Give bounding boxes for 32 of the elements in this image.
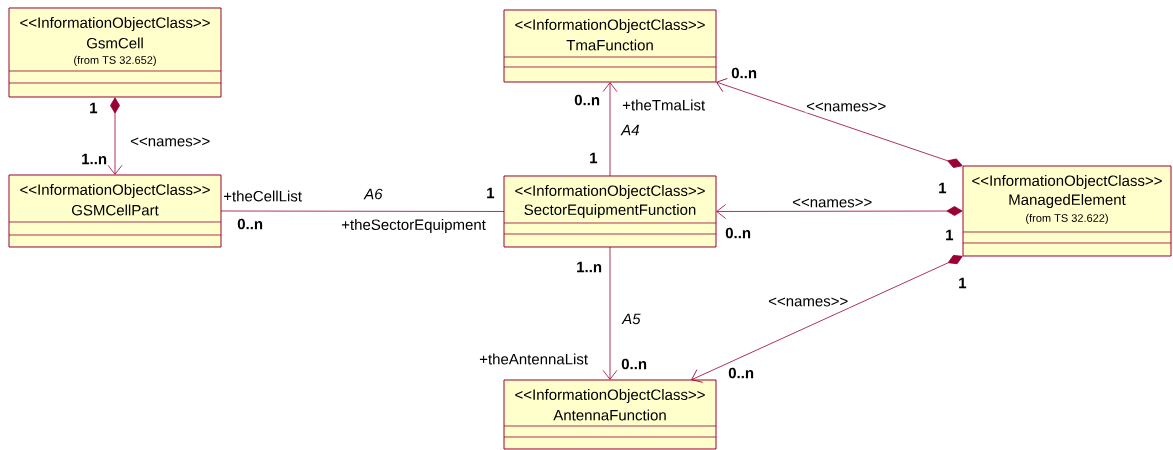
association-end-label: 1..n [577, 261, 602, 273]
association-end-label: 0..n [731, 67, 757, 79]
association-end-label: 1..n [82, 153, 107, 165]
association-end-label: 1 [487, 187, 495, 199]
association-end-label: +theTmaList [622, 99, 706, 111]
association-line [107, 97, 123, 175]
association-end-label: 0..n [728, 367, 754, 379]
association-end-label: 1 [939, 182, 947, 194]
association-line [602, 82, 618, 177]
edge-label: <<names>> [767, 296, 850, 308]
class-box: <<InformationObjectClass>> GsmCell (from TS 32.652) [8, 7, 222, 98]
edge-label: <<names>> [805, 101, 888, 113]
class-box: <<InformationObjectClass>> TmaFunction [503, 9, 717, 83]
association-end-label: +theAntennaList [479, 353, 588, 365]
class-box: <<InformationObjectClass>> GSMCellPart [8, 174, 222, 248]
association-line [716, 204, 963, 219]
association-end-label: 1 [590, 152, 598, 164]
association-line [716, 78, 963, 168]
association-end-label: 0..n [237, 218, 263, 230]
class-box: <<InformationObjectClass>> AntennaFunction [503, 379, 717, 450]
association-line [691, 255, 963, 383]
association-line [220, 210, 505, 212]
class-box: <<InformationObjectClass>> SectorEquipmentFunction [503, 175, 717, 248]
association-end-label: 0..n [621, 358, 647, 370]
association-end-label: 1 [959, 277, 967, 289]
association-line [602, 246, 618, 380]
association-end-label: +theSectorEquipment [341, 219, 486, 233]
association-end-label: 0..n [574, 94, 600, 106]
edge-label: <<names>> [791, 197, 874, 209]
class-box: <<InformationObjectClass>> ManagedElement (from TS 32.622) [962, 165, 1172, 257]
association-end-label: +theCellList [223, 190, 302, 202]
edge-label: <<names>> [129, 136, 212, 148]
